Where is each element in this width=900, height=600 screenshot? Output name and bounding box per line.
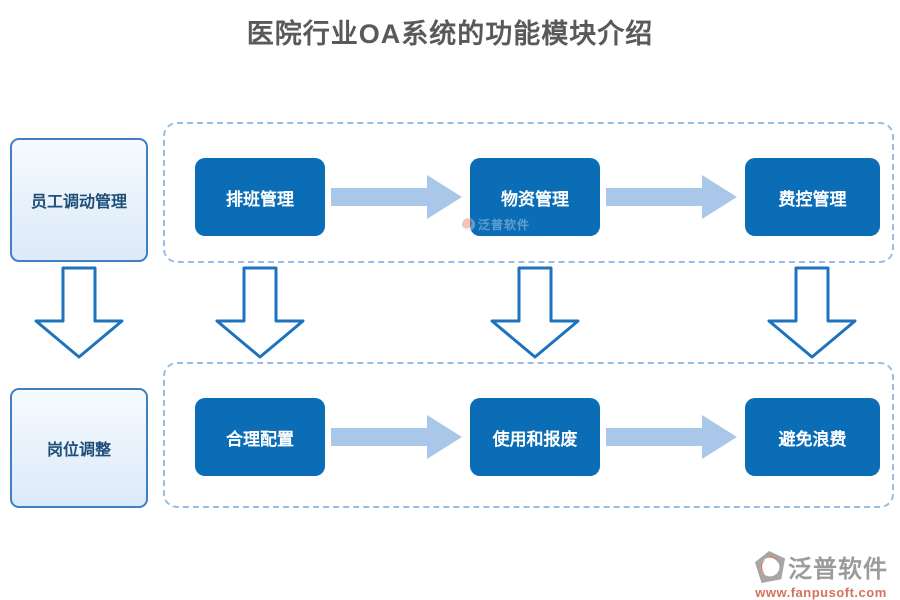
module-box-avoid-waste: 避免浪费: [745, 398, 880, 476]
side-box-employee-transfer: 员工调动管理: [10, 138, 148, 262]
module-box-label: 避免浪费: [778, 429, 847, 449]
module-box-label: 合理配置: [226, 429, 294, 449]
brand-footer: 泛普软件 www.fanpusoft.com: [748, 549, 894, 600]
bottom-module-group: [163, 362, 894, 508]
right-arrow-icon: [331, 173, 463, 221]
right-arrow-icon: [606, 173, 738, 221]
module-box-scheduling: 排班管理: [195, 158, 325, 236]
module-box-cost-control: 费控管理: [745, 158, 880, 236]
down-arrow-icon: [215, 266, 305, 360]
side-box-label: 员工调动管理: [30, 194, 127, 211]
module-box-label: 物资管理: [501, 189, 569, 209]
side-box-label: 岗位调整: [46, 442, 111, 459]
right-arrow-icon: [331, 413, 463, 461]
module-box-label: 费控管理: [778, 189, 847, 209]
brand-url: www.fanpusoft.com: [755, 585, 887, 600]
module-box-materials: 物资管理: [470, 158, 600, 236]
module-box-reasonable-allocation: 合理配置: [195, 398, 325, 476]
down-arrow-icon: [34, 266, 124, 360]
brand-name: 泛普软件: [788, 556, 888, 583]
top-module-group: [163, 122, 894, 263]
module-box-label: 排班管理: [226, 189, 294, 209]
right-arrow-icon: [606, 413, 738, 461]
down-arrow-icon: [490, 266, 580, 360]
module-box-label: 使用和报废: [492, 429, 578, 449]
brand-logo-icon: [754, 550, 786, 584]
side-box-position-adjust: 岗位调整: [10, 388, 148, 508]
down-arrow-icon: [767, 266, 857, 360]
page-title: 医院行业OA系统的功能模块介绍: [246, 19, 654, 49]
module-box-use-and-scrap: 使用和报废: [470, 398, 600, 476]
